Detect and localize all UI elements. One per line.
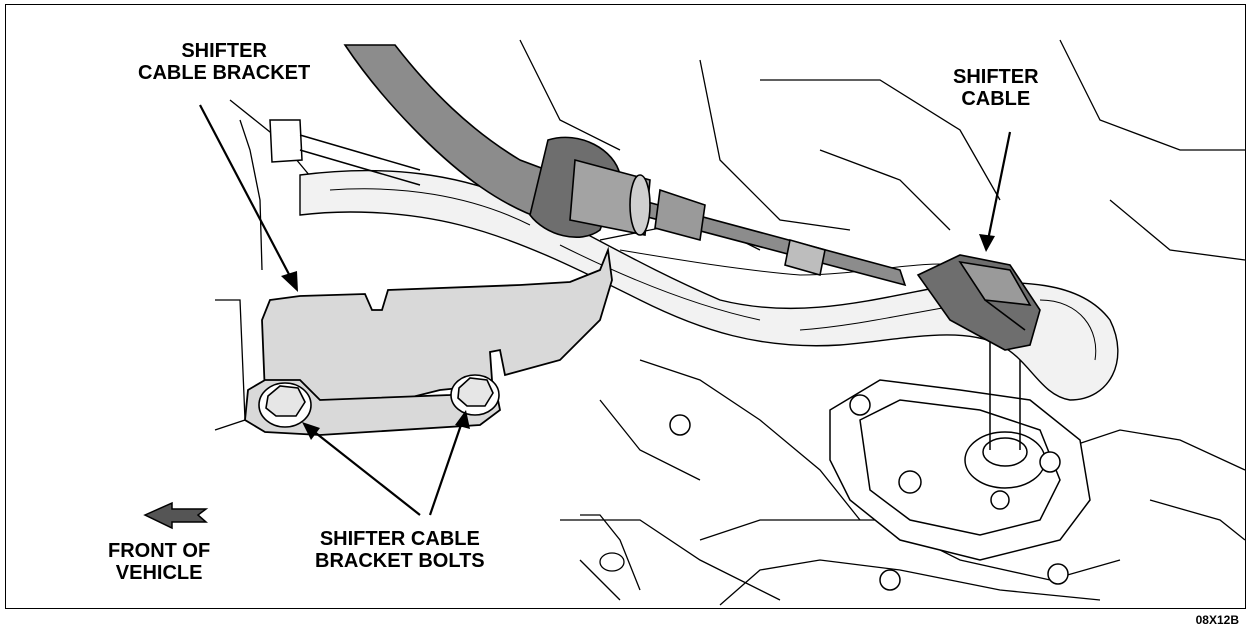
mounting-stud bbox=[269, 119, 421, 186]
label-bracket-bolts: SHIFTER CABLE BRACKET BOLTS bbox=[315, 528, 485, 573]
label-line: FRONT OF bbox=[108, 540, 211, 562]
label-shifter-cable-bracket: SHIFTER CABLE BRACKET bbox=[138, 40, 310, 85]
figure-code: 08X12B bbox=[1195, 613, 1239, 627]
leader-lines bbox=[199, 104, 1012, 516]
label-line: SHIFTER bbox=[181, 40, 267, 62]
transmission-housing bbox=[669, 340, 1091, 591]
oil-pan-outline bbox=[580, 514, 1101, 606]
label-shifter-cable: SHIFTER CABLE bbox=[953, 66, 1039, 111]
label-line: BRACKET BOLTS bbox=[315, 550, 485, 573]
cable-grommet bbox=[529, 136, 651, 238]
label-line: CABLE bbox=[961, 88, 1031, 111]
label-line: VEHICLE bbox=[115, 562, 203, 585]
bracket-bolts bbox=[258, 374, 500, 428]
label-line: SHIFTER CABLE bbox=[319, 528, 480, 550]
shifter-cable bbox=[343, 44, 907, 287]
cable-end bbox=[916, 254, 1041, 351]
shifter-cable-bracket bbox=[244, 246, 613, 436]
label-front-of-vehicle: FRONT OF VEHICLE bbox=[108, 540, 210, 585]
front-arrow-icon bbox=[143, 501, 209, 530]
wiring-harness bbox=[299, 169, 1119, 401]
label-line: SHIFTER bbox=[953, 66, 1039, 88]
leader-arrowheads bbox=[281, 234, 995, 440]
label-line: CABLE BRACKET bbox=[138, 62, 311, 85]
